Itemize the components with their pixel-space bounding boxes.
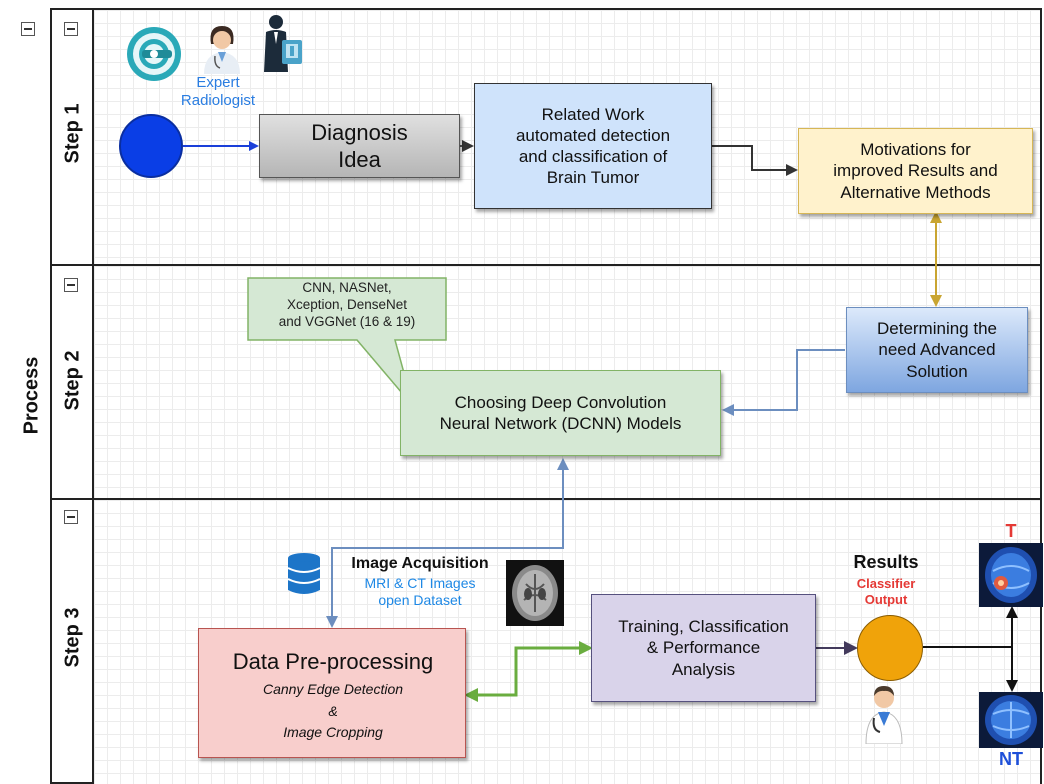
classifier-output-label: Classifier Output [856, 576, 916, 607]
tumor-label: T [1005, 521, 1017, 541]
brain-scan-logo-icon [124, 26, 184, 82]
models-note-text: CNN, NASNet, Xception, DenseNet and VGGN… [278, 280, 416, 329]
image-acquisition-title: Image Acquisition [351, 555, 489, 572]
training-classification-box[interactable]: Training, Classification & Performance A… [591, 594, 816, 702]
edge-choosing-preproc [326, 458, 569, 628]
expert-radiologist-label: Expert Radiologist [180, 74, 256, 109]
start-event[interactable] [119, 114, 183, 178]
brain-normal-scan-icon [979, 692, 1043, 748]
edge-determining-choosing [722, 349, 845, 416]
lane-header-step2 [52, 264, 94, 498]
no-tumor-label: NT [999, 749, 1023, 769]
mri-scan-image-icon [506, 560, 564, 626]
doctor-results-icon [862, 684, 906, 745]
preprocessing-steps: Canny Edge Detection & Image Cropping [262, 681, 404, 741]
lane-header-step1 [52, 8, 94, 264]
pool-collapse-icon[interactable] [21, 22, 35, 36]
edge-related-motivations [712, 145, 798, 176]
radiologist-xray-icon [262, 14, 304, 74]
preprocessing-title: Data Pre-processing [232, 649, 434, 674]
lane1-collapse-icon[interactable] [64, 22, 78, 36]
image-acquisition-sub: MRI & CT Images open Dataset [364, 575, 476, 608]
choosing-dcnn-box[interactable]: Choosing Deep Convolution Neural Network… [400, 370, 721, 456]
lane3-collapse-icon[interactable] [64, 510, 78, 524]
pool-header [8, 8, 52, 784]
result-end-event[interactable] [857, 615, 923, 681]
database-icon [286, 552, 322, 596]
results-title: Results [853, 552, 919, 572]
edge-preproc-training [464, 641, 593, 702]
diagnosis-idea-box[interactable]: Diagnosis Idea [259, 114, 460, 178]
determining-solution-box[interactable]: Determining the need Advanced Solution [846, 307, 1028, 393]
data-preprocessing-box[interactable]: Data Pre-processing Canny Edge Detection… [198, 628, 466, 758]
lane-header-step3 [52, 498, 94, 784]
motivations-box[interactable]: Motivations for improved Results and Alt… [798, 128, 1033, 214]
doctor-icon [202, 22, 242, 74]
brain-tumor-scan-icon [979, 543, 1043, 607]
lane2-collapse-icon[interactable] [64, 278, 78, 292]
related-work-box[interactable]: Related Work automated detection and cla… [474, 83, 712, 209]
